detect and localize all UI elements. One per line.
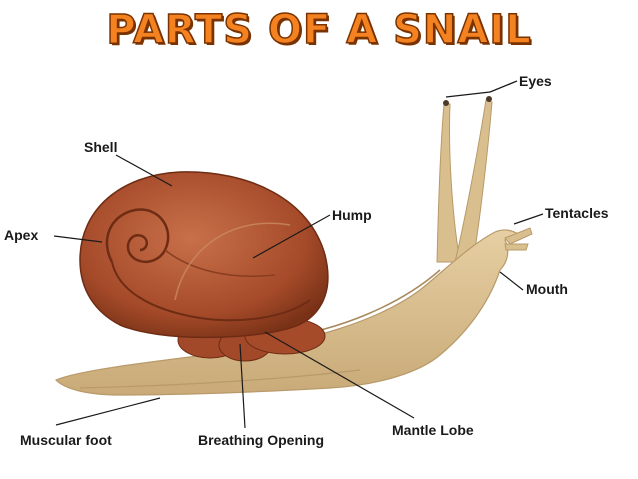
eye-right	[486, 96, 492, 102]
eye-stalks	[437, 96, 492, 262]
label-hump: Hump	[332, 207, 372, 223]
label-eyes: Eyes	[519, 73, 552, 89]
snail-shell	[80, 172, 328, 337]
label-breathing-opening: Breathing Opening	[198, 432, 324, 448]
label-tentacles: Tentacles	[545, 205, 609, 221]
label-mantle-lobe: Mantle Lobe	[392, 422, 474, 438]
label-muscular-foot: Muscular foot	[20, 432, 112, 448]
label-shell: Shell	[84, 139, 117, 155]
label-apex: Apex	[4, 227, 38, 243]
label-mouth: Mouth	[526, 281, 568, 297]
eye-left	[443, 100, 449, 106]
lower-tentacle	[505, 244, 528, 250]
